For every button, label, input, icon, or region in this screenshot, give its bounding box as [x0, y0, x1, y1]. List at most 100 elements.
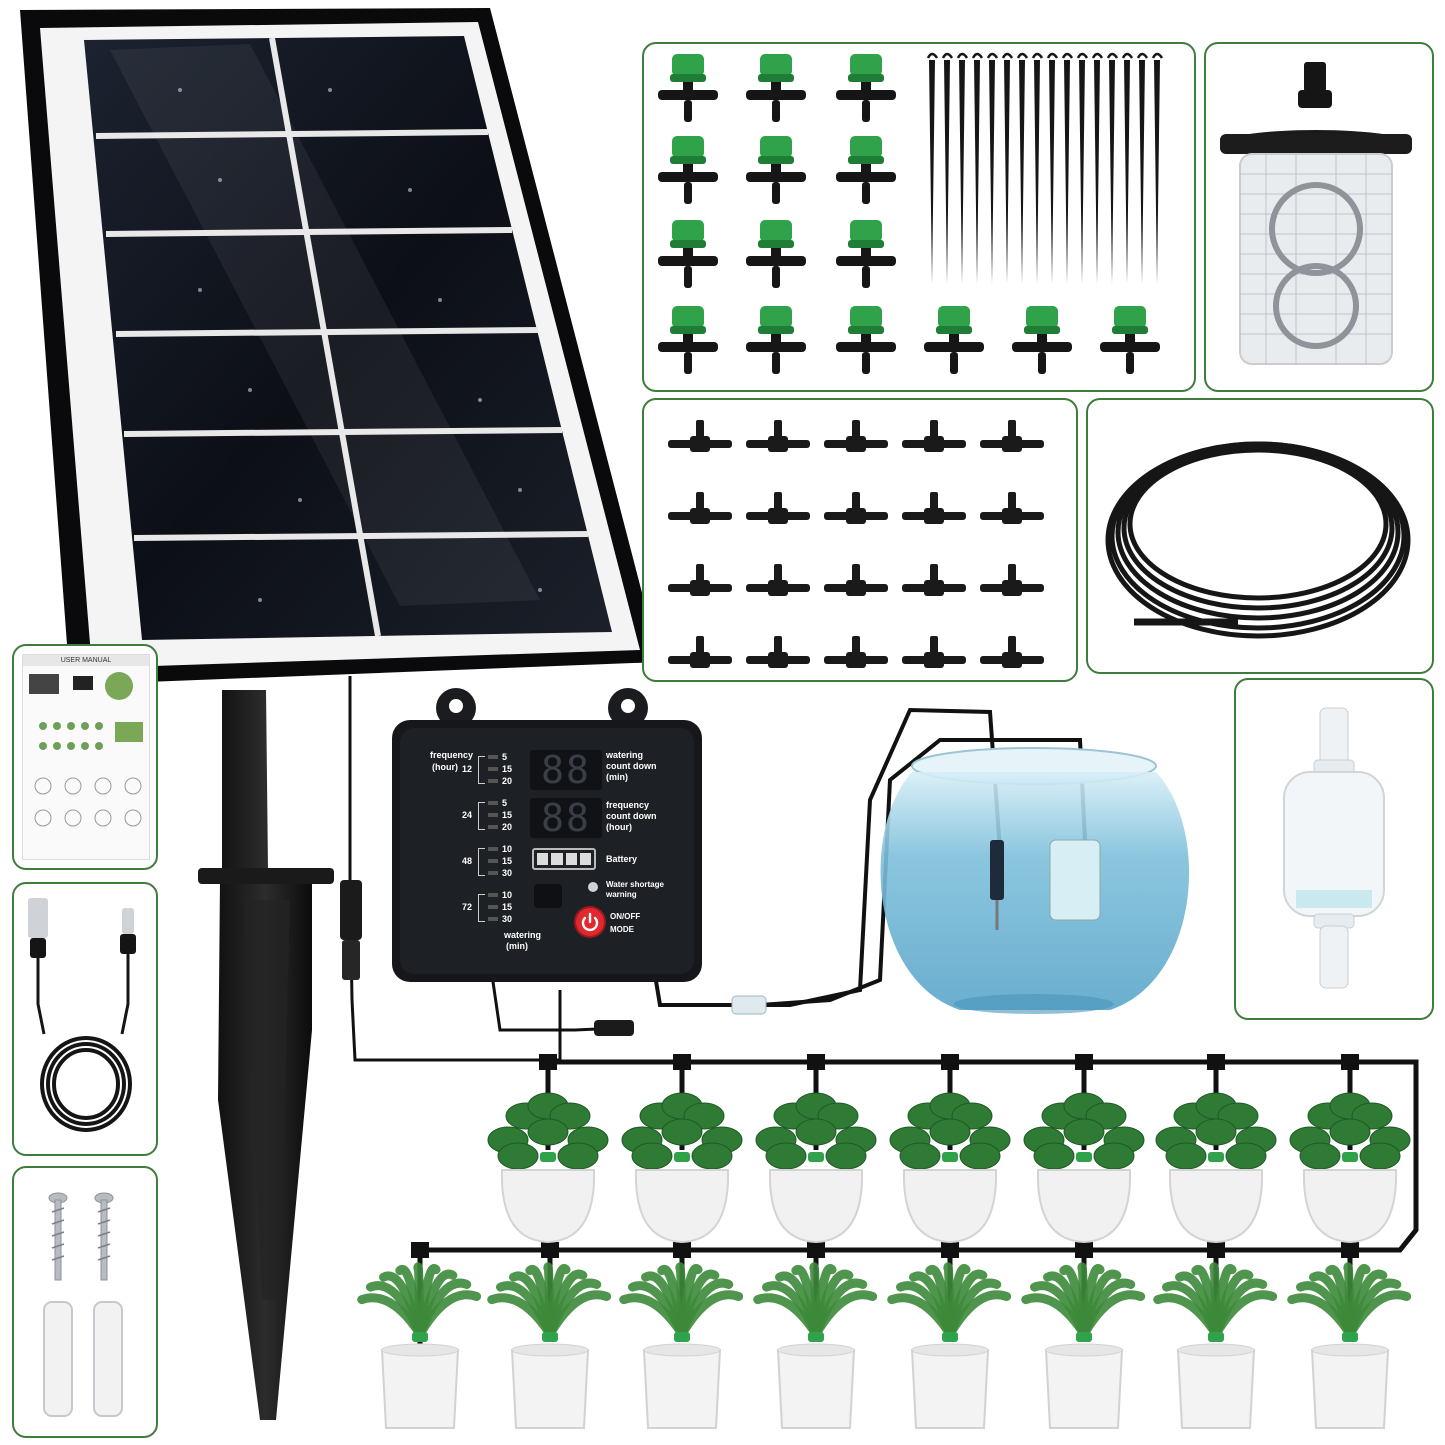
tee-connector: [980, 492, 1044, 524]
tee-connector: [902, 636, 966, 668]
watering-label: watering: [504, 930, 542, 940]
drip-stake: [1121, 52, 1134, 284]
frequency-countdown-display: 88: [530, 798, 602, 838]
frequency-countdown-label-3: (hour): [606, 822, 632, 832]
usb-cable-icon: [28, 898, 136, 1132]
dripper: [658, 54, 718, 122]
check-valve-card: [1234, 678, 1434, 1020]
freq-hours-48: 48: [462, 856, 473, 866]
tee-connector: [824, 636, 888, 668]
tee-connector: [980, 636, 1044, 668]
freq-hours-24: 24: [462, 810, 473, 820]
tee-connector: [746, 564, 810, 596]
tee-connector: [746, 420, 810, 452]
freq-option-24-20: 20: [488, 822, 512, 832]
freq-option-48-10: 10: [488, 844, 512, 854]
onoff-label: ON/OFF: [610, 912, 641, 921]
freq-option-24-15: 15: [488, 810, 512, 820]
usb-port: [534, 884, 562, 908]
dripper: [1100, 306, 1160, 374]
water-shortage-led: [588, 882, 598, 892]
freq-bracket: [478, 848, 485, 876]
dripper: [836, 220, 896, 288]
water-shortage-label-1: Water shortage: [606, 880, 664, 889]
freq-option-72-10: 10: [488, 890, 512, 900]
drip-stake: [926, 52, 939, 284]
watering-min-label: (min): [506, 941, 528, 951]
watering-countdown-display: 88: [530, 750, 602, 790]
dripper: [658, 306, 718, 374]
power-icon: [581, 912, 599, 932]
drip-stake: [1046, 52, 1059, 284]
tee-connector: [746, 492, 810, 524]
freq-bracket: [478, 756, 485, 784]
screw-icon: [43, 1192, 123, 1417]
tee-connector: [824, 420, 888, 452]
watering-countdown-label-2: count down: [606, 761, 657, 771]
tee-connector: [746, 636, 810, 668]
tee-connector: [668, 420, 732, 452]
dripper: [658, 136, 718, 204]
frequency-countdown-label-2: count down: [606, 811, 657, 821]
drippers-card: [642, 42, 1196, 392]
power-button[interactable]: [576, 908, 604, 936]
frequency-label: frequency: [430, 750, 474, 760]
freq-bracket: [478, 802, 485, 830]
tee-connector: [668, 564, 732, 596]
freq-option-12-15: 15: [488, 764, 512, 774]
tee-connector: [668, 636, 732, 668]
freq-option-48-30: 30: [488, 868, 512, 878]
manual-title: USER MANUAL: [23, 655, 149, 666]
tee-connector: [902, 492, 966, 524]
drip-stake: [1016, 52, 1029, 284]
battery-icon: [532, 848, 596, 870]
drip-stake: [1061, 52, 1074, 284]
tee-connectors-card: [642, 398, 1078, 682]
tee-connector: [668, 492, 732, 524]
dripper: [1012, 306, 1072, 374]
dripper: [746, 54, 806, 122]
dripper: [924, 306, 984, 374]
freq-option-12-20: 20: [488, 776, 512, 786]
mode-label: MODE: [610, 925, 634, 934]
drip-stake: [1091, 52, 1104, 284]
dripper: [836, 306, 896, 374]
drip-stake: [1151, 52, 1164, 284]
watering-countdown-label-1: watering: [606, 750, 644, 760]
drip-stake: [1106, 52, 1119, 284]
tubing-card: [1086, 398, 1434, 674]
dripper: [658, 220, 718, 288]
dripper: [746, 220, 806, 288]
water-shortage-label-2: warning: [606, 890, 637, 899]
freq-option-72-30: 30: [488, 914, 512, 924]
usb-cable-card: [12, 882, 158, 1156]
tee-connector: [824, 492, 888, 524]
freq-option-48-15: 15: [488, 856, 512, 866]
display-digits-top: 88: [541, 748, 591, 792]
freq-hours-12: 12: [462, 764, 473, 774]
freq-bracket: [478, 894, 485, 922]
hour-label: (hour): [432, 762, 458, 772]
tee-connector: [902, 564, 966, 596]
battery-label: Battery: [606, 854, 638, 864]
tee-connector: [980, 420, 1044, 452]
drip-stake: [971, 52, 984, 284]
drip-stake: [941, 52, 954, 284]
dripper: [836, 136, 896, 204]
tee-connector: [980, 564, 1044, 596]
freq-option-72-15: 15: [488, 902, 512, 912]
filter-card: [1204, 42, 1434, 392]
display-digits-bottom: 88: [541, 796, 591, 840]
watering-countdown-label-3: (min): [606, 772, 628, 782]
freq-option-24-5: 5: [488, 798, 507, 808]
tee-connector: [824, 564, 888, 596]
drip-stake: [1001, 52, 1014, 284]
drip-stake: [1136, 52, 1149, 284]
freq-option-12-5: 5: [488, 752, 507, 762]
frequency-countdown-label-1: frequency: [606, 800, 650, 810]
screws-card: [12, 1166, 158, 1438]
dripper: [836, 54, 896, 122]
